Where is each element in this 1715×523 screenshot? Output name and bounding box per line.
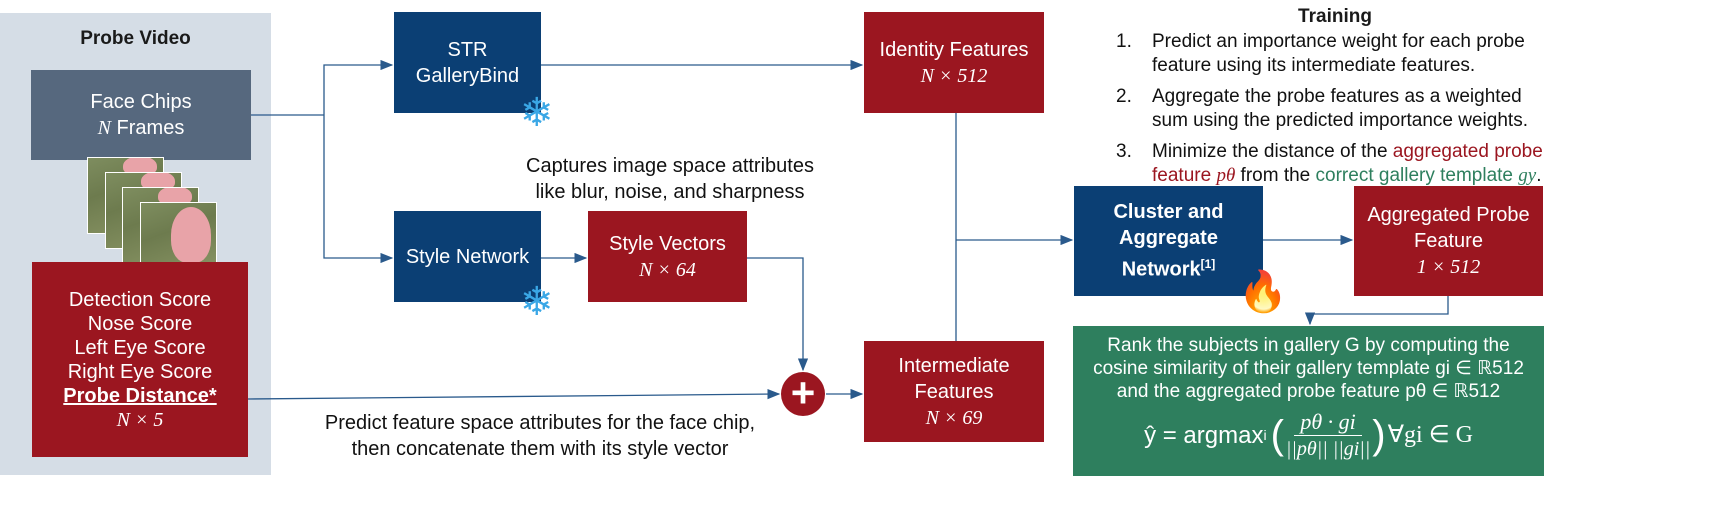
aggregated-label-2: Feature: [1414, 230, 1483, 252]
arrow-vectors-to-plus: [747, 257, 809, 372]
training-title: Training: [1298, 6, 1372, 27]
step3-line2: feature pθ from the correct gallery temp…: [1152, 165, 1542, 186]
identity-features-label: Identity Features: [879, 38, 1029, 61]
step-number: 1.: [1116, 31, 1132, 52]
aggregated-label-1: Aggregated Probe: [1367, 204, 1530, 226]
predict-caption-line2: then concatenate them with its style vec…: [351, 438, 729, 460]
concat-plus-icon: +: [781, 372, 825, 416]
face-chips-box: Face Chips N Frames: [31, 70, 251, 160]
str-gallerybind-box: STR GalleryBind: [394, 12, 541, 113]
arrow-scores-to-plus: [247, 388, 781, 400]
rank-box: Rank the subjects in gallery G by comput…: [1073, 326, 1544, 476]
nose-score-label: Nose Score: [87, 312, 193, 335]
style-vectors-label: Style Vectors: [609, 232, 726, 255]
face-chips-label: Face Chips: [90, 91, 192, 113]
step1-line1: Predict an importance weight for each pr…: [1152, 31, 1525, 52]
predict-caption: Predict feature space attributes for the…: [305, 410, 775, 462]
step2-line1: Aggregate the probe features as a weight…: [1152, 86, 1522, 107]
step-number: 3.: [1116, 141, 1132, 162]
arrow-to-style-network: [323, 115, 394, 264]
snowflake-icon: ❄: [520, 91, 554, 135]
scores-box: Detection Score Nose Score Left Eye Scor…: [32, 262, 248, 457]
aggregated-dim: 1 × 512: [1416, 256, 1481, 278]
rank-line2: cosine similarity of their gallery templ…: [1093, 358, 1524, 379]
rank-line3: and the aggregated probe feature pθ ∈ ℝ5…: [1116, 381, 1501, 402]
intermediate-label-2: Features: [914, 380, 994, 403]
probe-distance-label: Probe Distance*: [63, 384, 217, 407]
style-network-label: Style Network: [405, 245, 530, 268]
gallerybind-label: GalleryBind: [415, 64, 520, 87]
probe-video-title: Probe Video: [80, 28, 191, 49]
left-eye-score-label: Left Eye Score: [74, 336, 206, 359]
aggregated-probe-box: Aggregated Probe Feature 1 × 512: [1354, 186, 1543, 296]
identity-features-dim: N × 512: [920, 64, 988, 87]
step2-line2: sum using the predicted importance weigh…: [1152, 110, 1528, 131]
style-caption-line2: like blur, noise, and sharpness: [535, 181, 805, 203]
intermediate-features-box: Intermediate Features N × 69: [864, 341, 1044, 442]
step1-line2: feature using its intermediate features.: [1152, 55, 1476, 76]
right-eye-score-label: Right Eye Score: [67, 360, 213, 383]
cluster-label-3: Network[1]: [1121, 257, 1216, 281]
scores-dim: N × 5: [116, 408, 164, 431]
face-chips-frames: N Frames: [97, 117, 185, 139]
identity-features-box: Identity Features N × 512: [864, 12, 1044, 113]
style-network-box: Style Network: [394, 211, 541, 302]
style-vectors-dim: N × 64: [639, 258, 696, 281]
training-step-2: 2. Aggregate the probe features as a wei…: [1116, 85, 1556, 133]
step3-line1: Minimize the distance of the aggregated …: [1152, 141, 1543, 162]
arrow-aggregated-to-rank: [1304, 296, 1449, 326]
intermediate-label-1: Intermediate: [898, 354, 1010, 377]
style-vectors-box: Style Vectors N × 64: [588, 211, 747, 302]
training-step-3: 3. Minimize the distance of the aggregat…: [1116, 140, 1556, 188]
intermediate-features-dim: N × 69: [925, 406, 983, 429]
detection-score-label: Detection Score: [68, 288, 212, 311]
cluster-label-1: Cluster and: [1113, 201, 1224, 224]
rank-line1: Rank the subjects in gallery G by comput…: [1107, 335, 1510, 356]
training-step-1: 1. Predict an importance weight for each…: [1116, 30, 1556, 78]
cluster-aggregate-box: Cluster and Aggregate Network[1]: [1074, 186, 1263, 296]
snowflake-icon: ❄: [520, 280, 554, 324]
training-steps: 1. Predict an importance weight for each…: [1116, 30, 1556, 195]
arrow-to-str: [323, 59, 394, 115]
str-label: STR: [447, 38, 488, 61]
step-number: 2.: [1116, 86, 1132, 107]
cluster-label-2: Aggregate: [1119, 227, 1218, 250]
predict-caption-line1: Predict feature space attributes for the…: [324, 412, 756, 434]
style-caption-line1: Captures image space attributes: [526, 155, 814, 177]
fire-icon: 🔥: [1238, 270, 1288, 314]
style-caption: Captures image space attributes like blu…: [510, 153, 830, 205]
